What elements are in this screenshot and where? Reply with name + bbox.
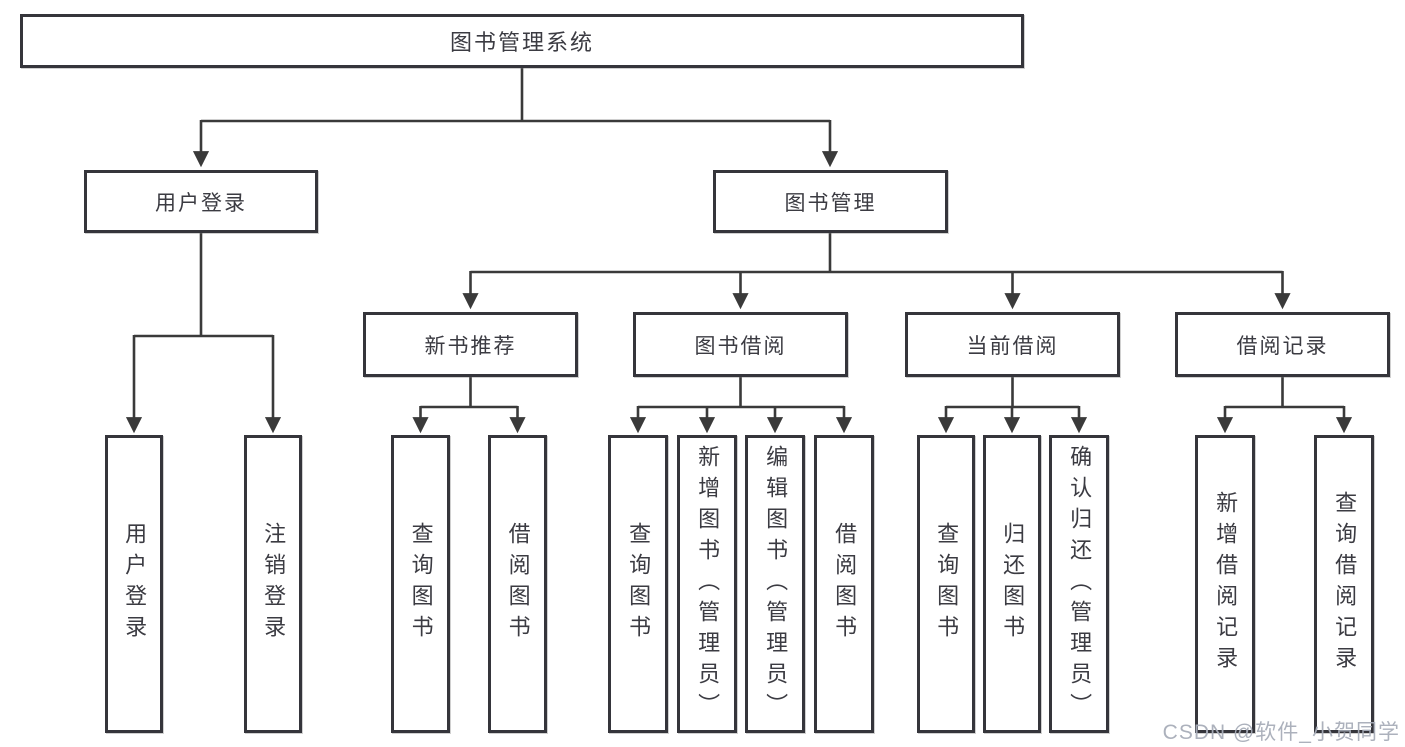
node-label: 注销登录 — [261, 522, 287, 646]
node-label: 确认归还（管理员） — [1067, 444, 1093, 724]
node-label: 当前借阅 — [966, 334, 1059, 358]
node-label: 用户登录 — [155, 191, 247, 215]
leaf-query-books-borrow: 查询图书 — [608, 435, 668, 733]
node-label: 查询图书 — [408, 522, 434, 646]
node-label: 图书借阅 — [694, 334, 787, 358]
node-label: 图书管理 — [784, 191, 877, 215]
node-label: 用户登录 — [122, 522, 148, 646]
node-label: 新增借阅记录 — [1213, 491, 1239, 677]
node-book-management: 图书管理 — [713, 170, 948, 233]
node-label: 图书管理系统 — [449, 30, 594, 55]
leaf-logout: 注销登录 — [244, 435, 302, 733]
node-label: 查询图书 — [626, 522, 652, 646]
node-label: 借阅图书 — [832, 522, 858, 646]
leaf-add-borrow-record: 新增借阅记录 — [1195, 435, 1255, 733]
node-label: 归还图书 — [1000, 522, 1026, 646]
leaf-user-login: 用户登录 — [105, 435, 163, 733]
node-label: 编辑图书（管理员） — [763, 444, 789, 724]
leaf-edit-book-admin: 编辑图书（管理员） — [745, 435, 805, 733]
node-label: 借阅图书 — [505, 522, 531, 646]
node-current-borrowing: 当前借阅 — [905, 312, 1120, 377]
leaf-return-book: 归还图书 — [983, 435, 1041, 733]
node-label: 查询图书 — [934, 522, 960, 646]
node-book-borrowing: 图书借阅 — [633, 312, 848, 377]
leaf-add-book-admin: 新增图书（管理员） — [677, 435, 737, 733]
leaf-confirm-return-admin: 确认归还（管理员） — [1049, 435, 1109, 733]
node-label: 借阅记录 — [1236, 334, 1329, 358]
leaf-query-books-recommend: 查询图书 — [391, 435, 450, 733]
leaf-borrow-books-recommend: 借阅图书 — [488, 435, 547, 733]
node-library-system: 图书管理系统 — [20, 14, 1024, 68]
node-label: 新书推荐 — [424, 334, 517, 358]
node-new-book-recommend: 新书推荐 — [363, 312, 578, 377]
leaf-query-books-current: 查询图书 — [917, 435, 975, 733]
csdn-watermark: CSDN @软件_小贺同学 — [1162, 721, 1400, 744]
node-borrowing-records: 借阅记录 — [1175, 312, 1390, 377]
node-label: 新增图书（管理员） — [695, 444, 721, 724]
node-user-login: 用户登录 — [84, 170, 318, 233]
leaf-query-borrow-record: 查询借阅记录 — [1314, 435, 1374, 733]
node-label: 查询借阅记录 — [1332, 491, 1358, 677]
leaf-borrow-books: 借阅图书 — [814, 435, 874, 733]
